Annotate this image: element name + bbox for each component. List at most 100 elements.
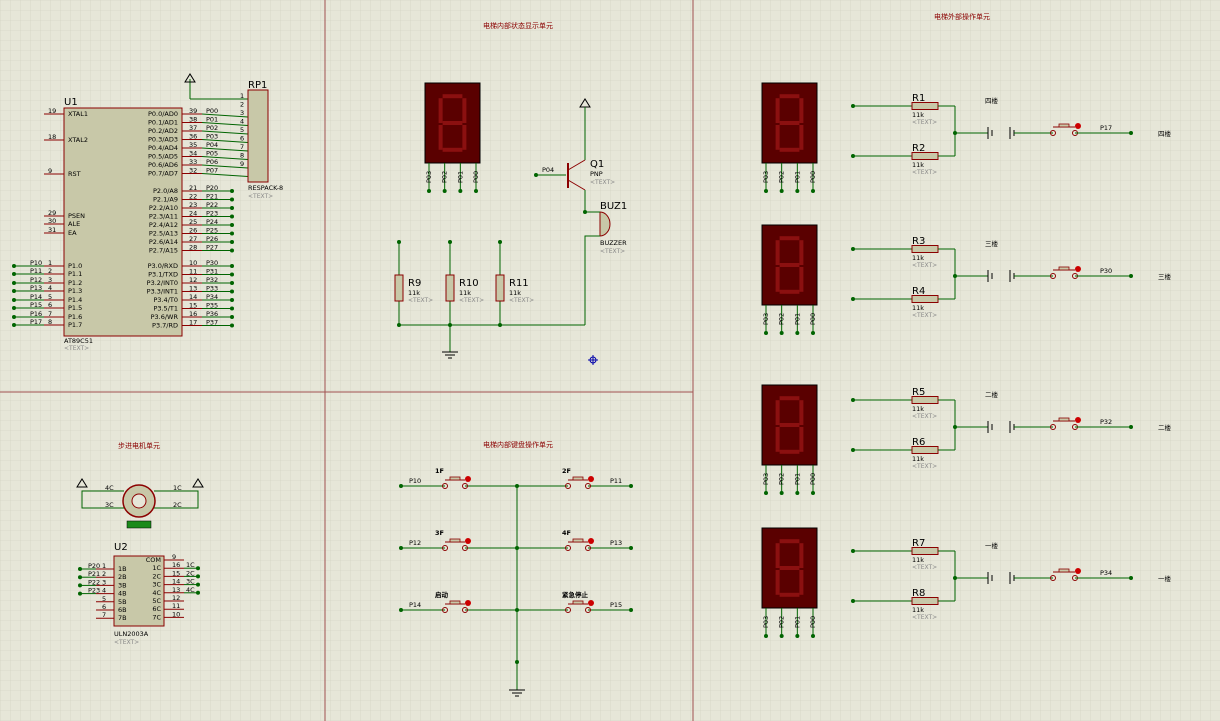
u1-net-terminal — [230, 189, 234, 193]
floor-call-button[interactable] — [1050, 123, 1082, 136]
seven-seg-segment — [775, 267, 780, 292]
floor-call-button[interactable] — [1050, 266, 1082, 279]
cursor-marker — [588, 355, 598, 365]
u1-pin-number: 8 — [48, 318, 52, 326]
resistor-node — [397, 323, 401, 327]
u1-pin-number: 39 — [189, 107, 197, 115]
q1-transistor[interactable]: P04 Q1 PNP <TEXT> — [534, 98, 615, 214]
key-label: 1F — [435, 467, 444, 475]
section-dividers — [0, 0, 694, 721]
keypad-button[interactable] — [565, 600, 595, 613]
resistor-value: 11k — [912, 304, 924, 312]
u1-pin-number: 17 — [189, 319, 197, 327]
section-title-internal-keypad: 电梯内部键盘操作单元 — [483, 440, 553, 449]
u1-pin-name: P1.4 — [68, 296, 82, 304]
u1-pin-number: 13 — [189, 285, 197, 293]
seven-seg-pin-label: P03 — [762, 473, 770, 485]
u1-pin-number: 33 — [189, 158, 197, 166]
key-net: P15 — [610, 601, 622, 609]
u1-net-label: P36 — [206, 310, 218, 318]
u1-net-label: P34 — [206, 293, 218, 301]
seven-seg-segment — [799, 570, 804, 595]
u2-pin-number: 2 — [102, 570, 106, 578]
keypad-button[interactable] — [565, 476, 595, 489]
u1-pin-number: 35 — [189, 141, 197, 149]
u2-pin-name: 3B — [118, 581, 127, 589]
u1-pin-number: 1 — [48, 259, 52, 267]
floor-call-button[interactable] — [1050, 417, 1082, 430]
keypad-button[interactable] — [442, 476, 472, 489]
u2-net-terminal — [78, 567, 82, 571]
u1-net-terminal — [230, 197, 234, 202]
q1-base-node — [534, 173, 538, 177]
buz1-buzzer[interactable]: BUZ1 BUZZER <TEXT> — [584, 201, 627, 325]
q1-net: P04 — [542, 166, 554, 174]
stepper-motor[interactable]: 4C 3C 1C 2C — [76, 478, 204, 529]
u1-net-label: P26 — [206, 235, 218, 243]
keypad-button[interactable] — [442, 600, 472, 613]
u2-pin-number: 1 — [102, 562, 106, 570]
u1-net-terminal — [12, 289, 16, 293]
u2-pin-name: 2C — [152, 572, 161, 580]
u2-net-terminal — [196, 574, 200, 579]
u1-pin-number: 22 — [189, 193, 197, 201]
u1-net-wire — [201, 156, 249, 160]
u1-net-terminal — [12, 323, 16, 327]
u1-pin-number: 38 — [189, 116, 197, 124]
u2-net-label: 2C — [186, 569, 195, 577]
rp1-part: RESPACK-8 — [248, 184, 283, 192]
rp1-pin-number: 4 — [240, 118, 244, 126]
key-label: 启动 — [435, 590, 449, 599]
u1-pin-name: P0.5/AD5 — [148, 153, 178, 161]
floor-call-button[interactable] — [1050, 568, 1082, 581]
seven-seg-pin-label: P03 — [425, 171, 433, 183]
u1-pin-number: 23 — [189, 201, 197, 209]
seven-seg-pin-terminal — [779, 491, 784, 495]
u1-pin-name: P1.2 — [68, 279, 82, 287]
u1-pin-name: P2.6/A14 — [149, 238, 178, 246]
resistor-value: 11k — [509, 289, 521, 297]
seven-seg-segment — [779, 236, 800, 241]
keypad-node — [515, 608, 519, 612]
resistor-node — [498, 323, 502, 327]
u1-net-label: P33 — [206, 285, 218, 293]
u1-net-label: P05 — [206, 150, 218, 158]
u1-net-terminal — [12, 281, 16, 285]
seven-seg-segment — [779, 423, 800, 427]
u1-part: AT89C51 — [64, 337, 93, 345]
u1-net-label: P17 — [30, 318, 42, 326]
keypad-button[interactable] — [442, 538, 472, 551]
u1-pin-number: 6 — [48, 301, 52, 309]
seven-seg-segment — [799, 98, 804, 123]
keypad-button[interactable] — [565, 538, 595, 551]
resistor-text-placeholder: <TEXT> — [912, 119, 937, 126]
resistor-body — [495, 274, 505, 302]
u1-net-label: P30 — [206, 259, 218, 267]
u1-pin-number: 16 — [189, 310, 197, 318]
q1-part: PNP — [590, 170, 603, 178]
u1-net-label: P21 — [206, 193, 218, 201]
u1-pin-name: P0.6/AD6 — [148, 161, 178, 169]
u1-net-label: P22 — [206, 201, 218, 209]
u1-net-terminal — [230, 214, 234, 219]
buz1-body — [599, 211, 611, 237]
seven-seg-pin-label: P00 — [472, 171, 480, 183]
u1-pin-name: P1.1 — [68, 270, 82, 278]
motor-readout — [126, 520, 152, 529]
seven-seg-pin-terminal — [764, 491, 768, 495]
u1-net-label: P07 — [206, 167, 218, 175]
rp1-power-icon — [184, 73, 196, 83]
u1-net-wire — [201, 164, 249, 169]
u1-net-terminal — [12, 272, 16, 276]
resistor-body — [445, 274, 455, 302]
u1-pin-name: P3.4/T0 — [153, 296, 178, 304]
